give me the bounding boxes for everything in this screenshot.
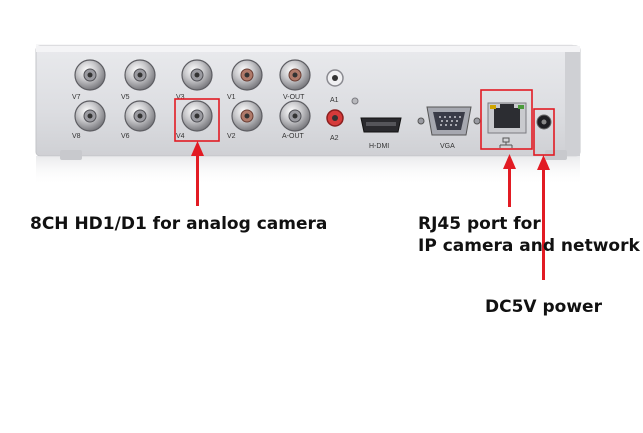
bnc-connector-aout — [279, 100, 311, 132]
bnc-connector-v8 — [74, 100, 106, 132]
bnc-connector-v5 — [124, 59, 156, 91]
port-label-hdmi: H-DMI — [369, 143, 389, 150]
port-label-v2: V2 — [227, 133, 236, 140]
port-label-v4: V4 — [176, 133, 185, 140]
foot-left — [60, 150, 82, 160]
port-label-a2: A2 — [330, 135, 339, 142]
highlight-box-dc — [533, 108, 555, 156]
dc-power-jack — [536, 114, 552, 130]
rca-connector-a1 — [326, 69, 344, 87]
arrow-rj45 — [503, 154, 516, 207]
port-label-v6: V6 — [121, 133, 130, 140]
vga-port — [417, 106, 481, 136]
callout-rj45: RJ45 port for IP camera and network — [418, 213, 640, 257]
foot-right — [545, 150, 567, 160]
highlight-box-rj45 — [480, 89, 533, 150]
arrow-analog — [191, 141, 204, 206]
rca-connector-a2 — [326, 109, 344, 127]
highlight-box-analog — [174, 98, 220, 142]
bnc-connector-v2 — [231, 100, 263, 132]
ground-screw — [351, 97, 359, 105]
rj45-port — [487, 102, 527, 134]
port-label-v1: V1 — [227, 94, 236, 101]
bnc-connector-v3 — [181, 59, 213, 91]
port-label-a1: A1 — [330, 97, 339, 104]
bnc-connector-v1 — [231, 59, 263, 91]
network-icon — [499, 137, 513, 148]
port-label-aout: A-OUT — [282, 133, 305, 140]
port-label-vga: VGA — [440, 143, 455, 150]
bnc-connector-v7 — [74, 59, 106, 91]
port-label-v3: V3 — [176, 94, 185, 101]
port-label-v8: V8 — [72, 133, 81, 140]
bnc-connector-v6 — [124, 100, 156, 132]
port-label-vout: V-OUT — [283, 94, 305, 101]
bnc-connector-vout — [279, 59, 311, 91]
arrow-dc — [537, 155, 550, 280]
callout-dc-power: DC5V power — [485, 297, 602, 317]
hdmi-port — [360, 117, 402, 133]
bnc-connector-v4 — [181, 100, 213, 132]
callout-analog-camera: 8CH HD1/D1 for analog camera — [30, 214, 328, 234]
port-label-v7: V7 — [72, 94, 81, 101]
port-label-v5: V5 — [121, 94, 130, 101]
callout-rj45-line1: RJ45 port for — [418, 214, 541, 234]
callout-rj45-line2: IP camera and network — [418, 236, 640, 256]
